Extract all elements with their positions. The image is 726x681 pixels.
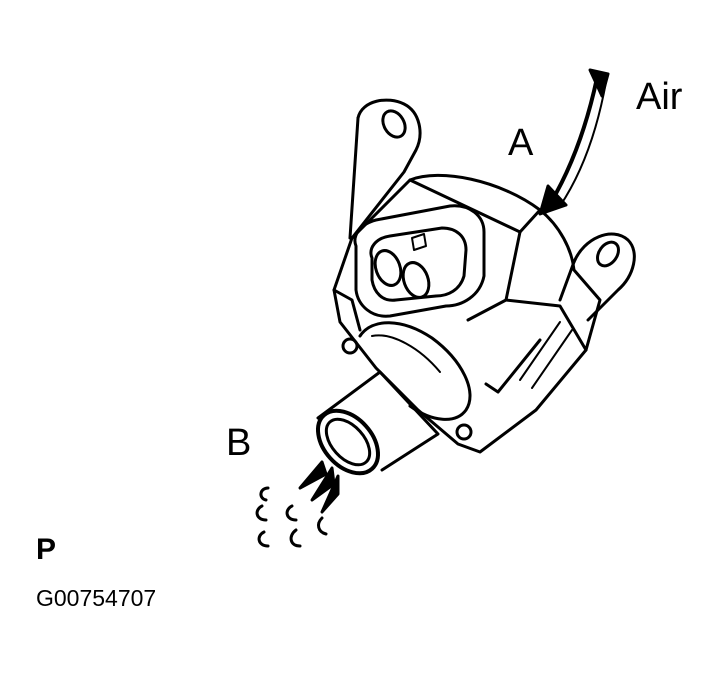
upper-mounting-bracket: [348, 98, 422, 240]
figure-id-label: G00754707: [36, 585, 157, 611]
electrical-connector: [353, 204, 486, 318]
air-flow-arrow: [538, 68, 610, 216]
right-mounting-bracket: [558, 232, 636, 322]
outlet-port: [316, 321, 472, 476]
exhaust-puffs: [255, 460, 340, 548]
part-b-label: B: [226, 422, 252, 464]
air-label: Air: [636, 76, 683, 118]
view-code-label: P: [36, 533, 57, 566]
valve-body: [332, 173, 602, 454]
part-a-label: A: [508, 122, 534, 164]
